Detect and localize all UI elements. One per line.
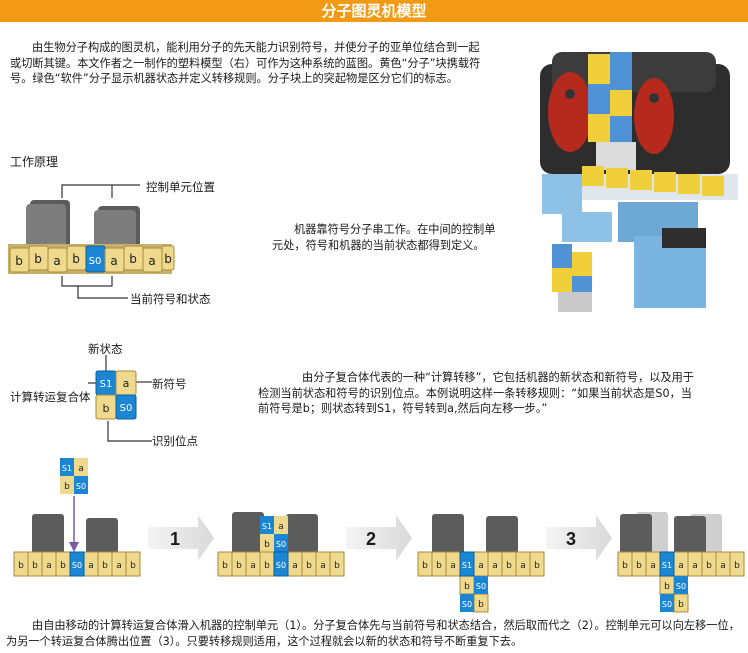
svg-text:b: b — [18, 561, 24, 571]
svg-text:a: a — [720, 561, 726, 571]
svg-text:S0: S0 — [476, 582, 486, 591]
svg-text:b: b — [534, 561, 540, 571]
recognition-site-label: 识别位点 — [152, 434, 198, 448]
svg-text:b: b — [32, 561, 38, 571]
svg-text:b: b — [506, 561, 512, 571]
principle-diagram: b b a b S0 a b a b — [8, 184, 175, 299]
svg-text:a: a — [250, 561, 256, 571]
svg-text:S1: S1 — [262, 522, 272, 531]
complex-new-symbol: a — [123, 377, 130, 390]
svg-text:b: b — [222, 561, 228, 571]
transfer-complex-diagram: S1 a b S0 — [88, 355, 152, 442]
svg-text:b: b — [664, 582, 670, 592]
svg-text:b: b — [130, 561, 136, 571]
svg-text:a: a — [278, 522, 284, 532]
svg-text:b: b — [264, 540, 270, 550]
principle-heading: 工作原理 — [10, 155, 59, 169]
svg-text:a: a — [678, 561, 684, 571]
svg-text:S0: S0 — [676, 582, 686, 591]
svg-text:S0: S0 — [462, 600, 472, 609]
plastic-model-photo — [522, 24, 744, 324]
svg-text:b: b — [102, 561, 108, 571]
principle-description: 机器靠符号分子串工作。在中间的控制单元处，符号和机器的当前状态都得到定义。 — [272, 223, 496, 252]
svg-text:b: b — [622, 561, 628, 571]
svg-text:b: b — [236, 561, 242, 571]
complex-recognition-symbol: b — [103, 402, 110, 415]
principle-tape — [9, 245, 175, 273]
new-symbol-label: 新符号 — [152, 377, 187, 391]
control-unit-label: 控制单元位置 — [146, 180, 215, 194]
bottom-caption: 由自由移动的计算转运复合体滑入机器的控制单元（1）。分子复合体先与当前符号和状态… — [6, 619, 740, 648]
svg-text:S0: S0 — [76, 482, 86, 491]
tape-symbol: a — [53, 254, 60, 268]
tape-symbol: b — [34, 252, 42, 266]
tape-symbol: b — [15, 254, 23, 268]
svg-text:b: b — [334, 561, 340, 571]
svg-text:b: b — [306, 561, 312, 571]
step-1-label: 1 — [170, 529, 180, 549]
svg-text:a: a — [46, 561, 52, 571]
svg-text:b: b — [436, 561, 442, 571]
tape-symbol: b — [72, 252, 80, 266]
current-symbol-state-label: 当前符号和状态 — [130, 292, 211, 306]
complex-label: 计算转运复合体 — [10, 390, 91, 404]
svg-text:b: b — [422, 561, 428, 571]
svg-text:a: a — [450, 561, 456, 571]
tape-head-state: S0 — [89, 256, 102, 267]
svg-text:S0: S0 — [72, 561, 82, 570]
svg-text:S0: S0 — [276, 561, 286, 570]
step-2-label: 2 — [366, 529, 376, 549]
svg-text:a: a — [650, 561, 656, 571]
svg-text:a: a — [692, 561, 698, 571]
svg-text:a: a — [88, 561, 94, 571]
svg-text:b: b — [706, 561, 712, 571]
svg-text:a: a — [478, 561, 484, 571]
svg-text:S1: S1 — [62, 464, 72, 473]
svg-text:S1: S1 — [462, 561, 472, 570]
svg-text:b: b — [478, 600, 484, 610]
svg-text:S0: S0 — [276, 540, 286, 549]
svg-text:S1: S1 — [662, 561, 672, 570]
svg-text:b: b — [636, 561, 642, 571]
step-3-label: 3 — [566, 529, 576, 549]
tape-symbol: a — [148, 254, 155, 268]
complex-description: 由分子复合体代表的一种“计算转移”，它包括机器的新状态和新符号，以及用于检测当前… — [258, 371, 694, 415]
svg-text:b: b — [464, 582, 470, 592]
svg-text:b: b — [678, 600, 684, 610]
svg-text:a: a — [78, 464, 84, 474]
svg-text:b: b — [64, 482, 70, 492]
page-title: 分子图灵机模型 — [0, 0, 748, 22]
complex-new-state: S1 — [100, 379, 113, 390]
svg-text:a: a — [492, 561, 498, 571]
svg-text:b: b — [264, 561, 270, 571]
new-state-label: 新状态 — [88, 342, 123, 356]
svg-text:a: a — [292, 561, 298, 571]
svg-text:a: a — [320, 561, 326, 571]
svg-text:b: b — [734, 561, 740, 571]
svg-text:a: a — [116, 561, 122, 571]
svg-text:S0: S0 — [662, 600, 672, 609]
intro-paragraph: 由生物分子构成的图灵机，能利用分子的先天能力识别符号，并使分子的亚单位结合到一起… — [10, 41, 481, 85]
tape-symbol: b — [129, 252, 137, 266]
tape-symbol: b — [164, 252, 172, 266]
tape-symbol: a — [110, 254, 117, 268]
svg-text:a: a — [520, 561, 526, 571]
complex-recognition-state: S0 — [120, 403, 133, 414]
svg-text:b: b — [60, 561, 66, 571]
